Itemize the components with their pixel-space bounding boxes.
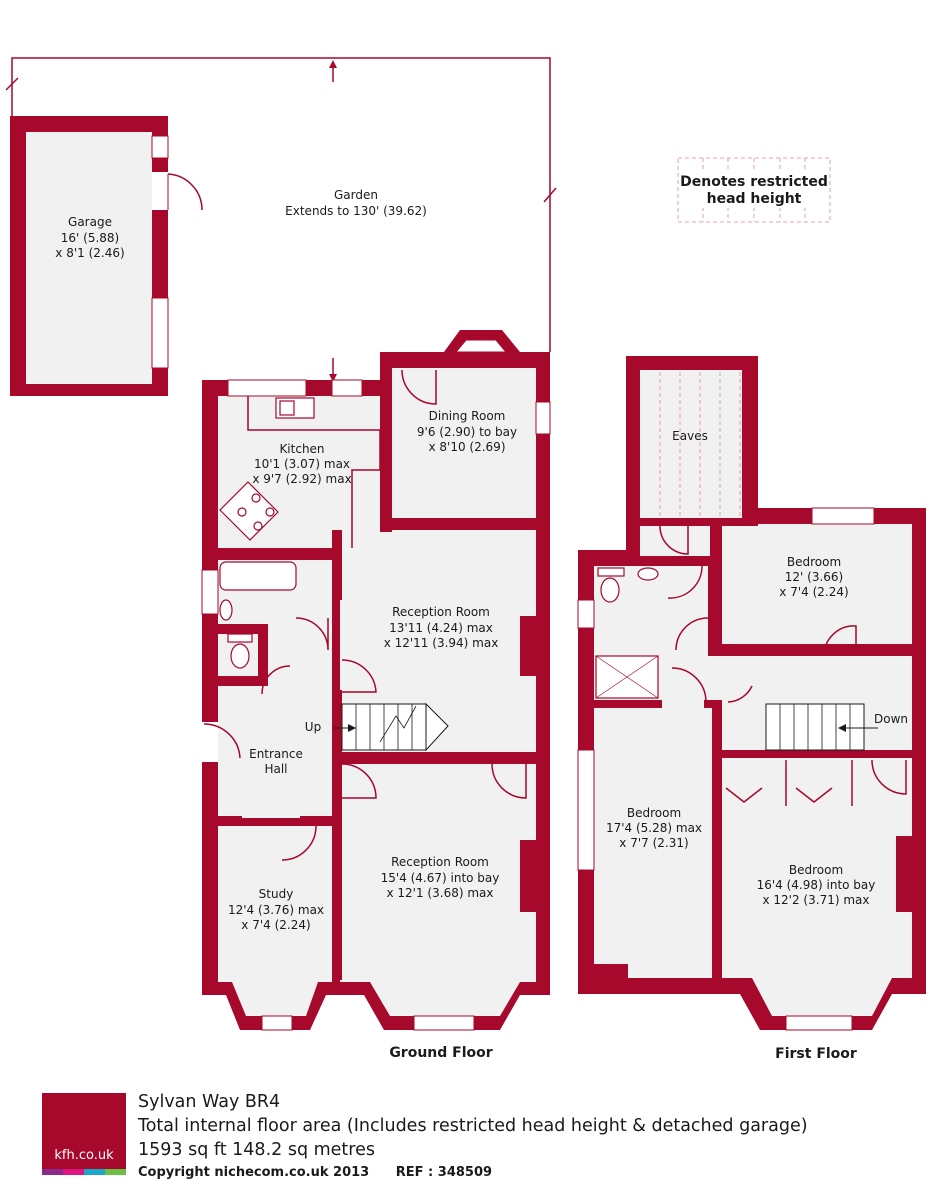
area: 1593 sq ft 148.2 sq metres bbox=[138, 1140, 375, 1160]
garage-dim2: x 8'1 (2.46) bbox=[55, 246, 124, 260]
bedroom-left-dim1: 17'4 (5.28) max bbox=[606, 821, 702, 835]
garden-dim1: Extends to 130' (39.62) bbox=[285, 204, 427, 218]
stripe-4 bbox=[105, 1169, 126, 1175]
first-floor-label: First Floor bbox=[775, 1046, 857, 1062]
stripe-1 bbox=[42, 1169, 63, 1175]
footer-text: Sylvan Way BR4 Total internal floor area… bbox=[138, 1090, 928, 1184]
kfh-logo: kfh.co.uk bbox=[42, 1093, 126, 1175]
garden-boundary bbox=[5, 57, 557, 382]
dining-dim1: 9'6 (2.90) to bay bbox=[417, 425, 517, 439]
reference: REF : 348509 bbox=[395, 1165, 493, 1180]
garden-name: Garden bbox=[334, 188, 378, 202]
bedroom-small-dim2: x 7'4 (2.24) bbox=[779, 585, 848, 599]
first-floor bbox=[577, 356, 926, 1031]
floor-plan: Denotes restricted head height Garage 16… bbox=[5, 57, 926, 1062]
garage-name: Garage bbox=[68, 215, 112, 229]
kitchen-dim1: 10'1 (3.07) max bbox=[254, 457, 350, 471]
stripe-2 bbox=[63, 1169, 84, 1175]
study-dim2: x 7'4 (2.24) bbox=[241, 918, 310, 932]
bedroom-small-dim1: 12' (3.66) bbox=[785, 570, 843, 584]
dining-name: Dining Room bbox=[429, 409, 506, 423]
study-name: Study bbox=[259, 887, 294, 901]
logo-stripes bbox=[42, 1169, 126, 1175]
kitchen-name: Kitchen bbox=[279, 442, 324, 456]
stairs-down-label: Down bbox=[874, 712, 908, 726]
stairs-ground bbox=[334, 702, 449, 752]
bedroom-small-name: Bedroom bbox=[787, 555, 841, 569]
reception2-dim1: 15'4 (4.67) into bay bbox=[381, 871, 500, 885]
bedroom-left-dim2: x 7'7 (2.31) bbox=[619, 836, 688, 850]
bedroom-main-dim1: 16'4 (4.98) into bay bbox=[757, 878, 876, 892]
reception1-dim2: x 12'11 (3.94) max bbox=[384, 636, 499, 650]
legend: Denotes restricted head height bbox=[677, 157, 831, 223]
copyright: Copyright nichecom.co.uk 2013 bbox=[138, 1165, 370, 1180]
kitchen-dim2: x 9'7 (2.92) max bbox=[252, 472, 351, 486]
ground-floor-label: Ground Floor bbox=[389, 1045, 492, 1061]
stripe-3 bbox=[84, 1169, 105, 1175]
dining-dim2: x 8'10 (2.69) bbox=[428, 440, 505, 454]
logo-text: kfh.co.uk bbox=[54, 1148, 114, 1163]
bedroom-main-dim2: x 12'2 (3.71) max bbox=[763, 893, 870, 907]
address: Sylvan Way BR4 bbox=[138, 1092, 281, 1112]
ground-floor bbox=[201, 330, 551, 1031]
bedroom-left-name: Bedroom bbox=[627, 806, 681, 820]
reception1-name: Reception Room bbox=[392, 605, 490, 619]
footer: kfh.co.uk Sylvan Way BR4 Total internal … bbox=[0, 1088, 940, 1200]
study-dim1: 12'4 (3.76) max bbox=[228, 903, 324, 917]
garage-dim1: 16' (5.88) bbox=[61, 231, 119, 245]
copyright-line: Copyright nichecom.co.uk 2013 REF : 3485… bbox=[138, 1162, 928, 1184]
legend-line1: Denotes restricted bbox=[680, 174, 828, 190]
reception2-dim2: x 12'1 (3.68) max bbox=[387, 886, 494, 900]
legend-line2: head height bbox=[707, 191, 802, 207]
hall-name: Entrance bbox=[249, 747, 303, 761]
stairs-first bbox=[765, 703, 878, 751]
reception2-name: Reception Room bbox=[391, 855, 489, 869]
bedroom-main-name: Bedroom bbox=[789, 863, 843, 877]
garage bbox=[10, 116, 203, 396]
eaves-name: Eaves bbox=[672, 429, 708, 443]
reception1-dim1: 13'11 (4.24) max bbox=[389, 621, 493, 635]
stairs-up-label: Up bbox=[305, 720, 321, 734]
area-note: Total internal floor area (Includes rest… bbox=[138, 1116, 808, 1136]
hall-name2: Hall bbox=[264, 762, 287, 776]
